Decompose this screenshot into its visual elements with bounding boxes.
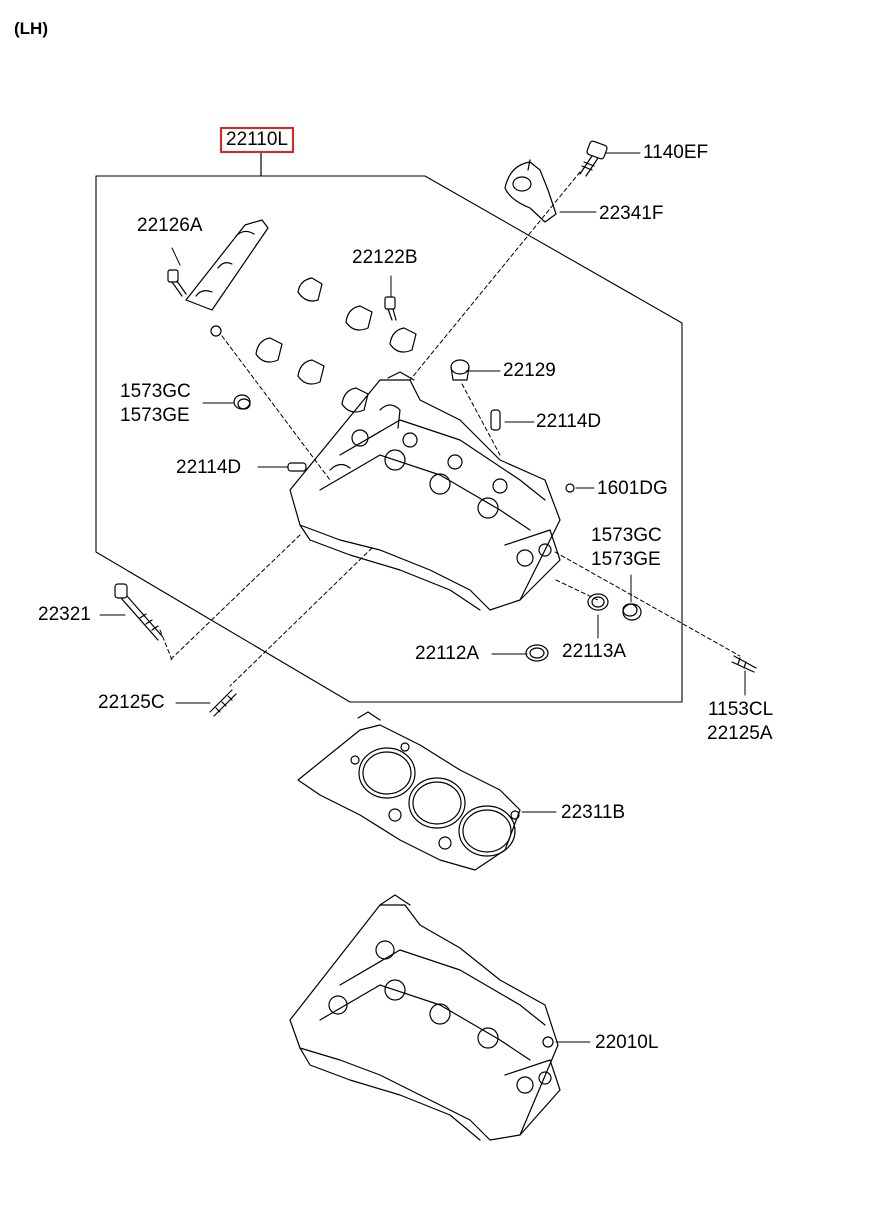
part-label-1153CL[interactable]: 1153CL [708, 699, 774, 720]
part-label-22125A[interactable]: 22125A [707, 723, 773, 744]
part-label-1573GE-left[interactable]: 1573GE [120, 405, 190, 426]
part-label-22125C[interactable]: 22125C [98, 692, 165, 713]
ball-1601DG [565, 483, 575, 493]
bolt-1140EF [579, 140, 608, 177]
head-gasket-22311B [297, 711, 521, 871]
cylinder-head-assembly [289, 371, 561, 611]
bolt-22122B [384, 296, 397, 321]
bracket-22341F [504, 159, 557, 223]
head-bolt-22321 [114, 583, 163, 641]
bearing-cap-22126A [167, 219, 269, 311]
dowel-pin [210, 325, 222, 337]
part-label-22321[interactable]: 22321 [38, 604, 91, 625]
part-label-22129[interactable]: 22129 [503, 360, 556, 381]
assembly-outline [95, 175, 683, 703]
seal-22112A [525, 644, 549, 662]
part-label-1601DG[interactable]: 1601DG [597, 478, 668, 499]
label-leaders [99, 152, 746, 1043]
seal-1573GC-left [233, 394, 251, 410]
part-label-1573GC-left[interactable]: 1573GC [120, 381, 191, 402]
part-label-22113A[interactable]: 22113A [562, 641, 627, 662]
part-label-22110L[interactable]: 22110L [220, 127, 294, 153]
stud-1153CL [731, 655, 757, 673]
cylinder-head-22010L [289, 894, 561, 1141]
ring-22113A [587, 593, 609, 611]
seal-1573GC-right [622, 603, 642, 621]
part-label-22126A[interactable]: 22126A [137, 215, 203, 236]
guide-lines [159, 171, 741, 687]
part-label-22114D-right[interactable]: 22114D [536, 411, 602, 432]
dowel-22114D-left [287, 462, 307, 472]
side-label: (LH) [14, 19, 48, 38]
stud-22125C [209, 689, 237, 717]
dowel-22114D-right [490, 409, 501, 431]
bearing-caps [255, 277, 417, 413]
part-label-1140EF[interactable]: 1140EF [643, 142, 709, 163]
part-label-22122B[interactable]: 22122B [352, 247, 418, 268]
part-label-1573GC-right[interactable]: 1573GC [591, 525, 662, 546]
plug-22129 [450, 359, 470, 381]
part-label-22341F[interactable]: 22341F [599, 203, 664, 224]
part-label-22112A[interactable]: 22112A [415, 643, 480, 664]
part-label-1573GE-right[interactable]: 1573GE [591, 549, 661, 570]
part-label-22010L[interactable]: 22010L [595, 1032, 659, 1053]
part-label-22311B[interactable]: 22311B [561, 802, 626, 823]
part-label-22114D-left[interactable]: 22114D [176, 457, 242, 478]
